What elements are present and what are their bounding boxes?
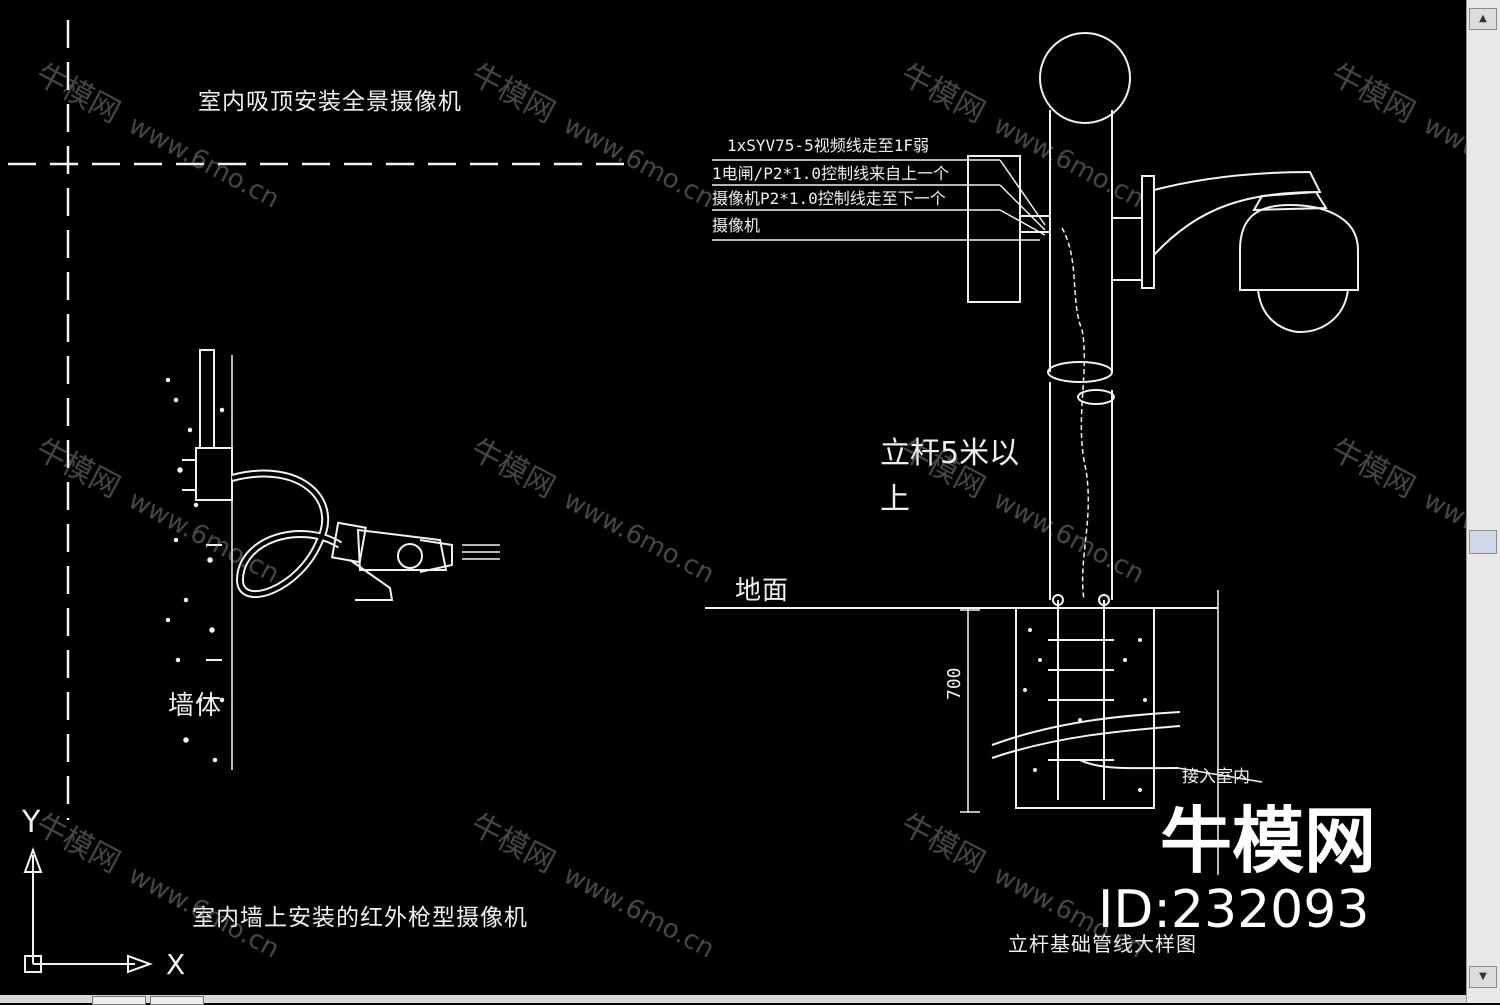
scrollbar-thumb[interactable] bbox=[1469, 530, 1497, 554]
pole-height-note-line1: 立杆5米以 bbox=[880, 436, 1020, 471]
pole-foundation-title: 立杆基础管线大样图 bbox=[1008, 932, 1197, 956]
depth-dimension: 700 bbox=[944, 667, 965, 700]
wall-hatch bbox=[165, 355, 233, 770]
cad-drawing-canvas[interactable]: 室内吸顶安装全景摄像机 室内墙上安装的红外枪型摄像机 立杆基础管线大样图 墙体 … bbox=[0, 0, 1466, 995]
axis-x-label: X bbox=[166, 948, 186, 981]
wall-camera-detail bbox=[165, 349, 500, 770]
layout-tab-bar bbox=[0, 995, 1466, 1003]
vertical-scrollbar[interactable]: ▲ ▼ bbox=[1466, 0, 1500, 1003]
concrete-dots bbox=[1023, 628, 1147, 792]
cable-note-1: 1xSYV75-5视频线走至1F弱 bbox=[727, 136, 929, 155]
pole-detail bbox=[705, 32, 1359, 875]
layout-tab[interactable] bbox=[92, 996, 146, 1005]
axis-y-label: Y bbox=[22, 805, 41, 840]
wall-camera-title: 室内墙上安装的红外枪型摄像机 bbox=[192, 905, 528, 931]
brand-logo-text: 牛模网 bbox=[1160, 799, 1377, 883]
cad-linework bbox=[8, 20, 1359, 974]
layout-tab[interactable] bbox=[150, 996, 204, 1005]
pole-height-note-line2: 上 bbox=[880, 482, 910, 517]
wall-label: 墙体 bbox=[168, 691, 223, 721]
cable-note-2: 1电闸/P2*1.0控制线来自上一个 bbox=[712, 164, 950, 183]
ucs-axis-icon bbox=[23, 847, 153, 974]
dashed-guide-lines bbox=[8, 20, 630, 820]
ceiling-camera-title: 室内吸顶安装全景摄像机 bbox=[198, 89, 462, 115]
connect-indoor-label: 接入室内 bbox=[1182, 767, 1250, 787]
scroll-up-button[interactable]: ▲ bbox=[1469, 8, 1497, 30]
cable-note-3: 摄像机P2*1.0控制线走至下一个 bbox=[712, 189, 946, 208]
anchor-bolts bbox=[1048, 594, 1114, 800]
asset-id: ID:232093 bbox=[1098, 880, 1370, 940]
cable-note-4: 摄像机 bbox=[712, 216, 761, 235]
ground-label: 地面 bbox=[735, 576, 790, 606]
scroll-down-button[interactable]: ▼ bbox=[1469, 966, 1497, 988]
